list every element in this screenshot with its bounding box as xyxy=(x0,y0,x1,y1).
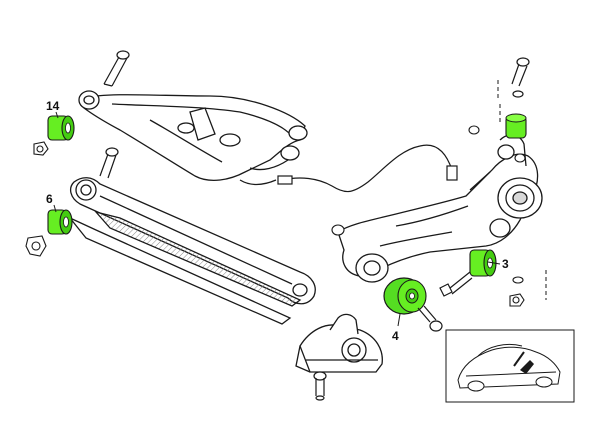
callout-6: 6 xyxy=(46,192,57,213)
bushing-4 xyxy=(383,277,427,315)
carrier-small-bolt xyxy=(331,125,526,236)
nut-14 xyxy=(33,141,49,156)
bushing-14 xyxy=(47,115,75,141)
lower-arm-bolt xyxy=(99,147,119,179)
mounting-bracket xyxy=(295,313,383,373)
bushing-6 xyxy=(47,209,73,235)
speed-sensor-cable xyxy=(277,144,458,193)
svg-text:4: 4 xyxy=(392,329,399,343)
vehicle-location-thumbnail xyxy=(445,329,575,403)
callout-14: 14 xyxy=(46,99,60,119)
svg-text:6: 6 xyxy=(46,192,53,206)
callout-3: 3 xyxy=(487,257,509,271)
lower-control-arm xyxy=(69,177,316,325)
wheel-carrier xyxy=(337,134,543,283)
upper-control-arm xyxy=(78,90,308,186)
bracket-bolt xyxy=(313,371,327,401)
upper-arm-bolt xyxy=(103,50,130,87)
top-right-bolt xyxy=(511,57,530,98)
bolt-3 xyxy=(439,271,473,297)
dashed-guide-top-right xyxy=(497,80,501,122)
bolt-4 xyxy=(417,305,443,332)
callout-4: 4 xyxy=(392,313,401,343)
svg-text:3: 3 xyxy=(502,257,509,271)
bushing-3 xyxy=(469,249,497,277)
nut-6 xyxy=(25,235,47,257)
svg-text:14: 14 xyxy=(46,99,60,113)
bushing-top-right xyxy=(505,113,527,139)
nut-3 xyxy=(509,276,525,307)
